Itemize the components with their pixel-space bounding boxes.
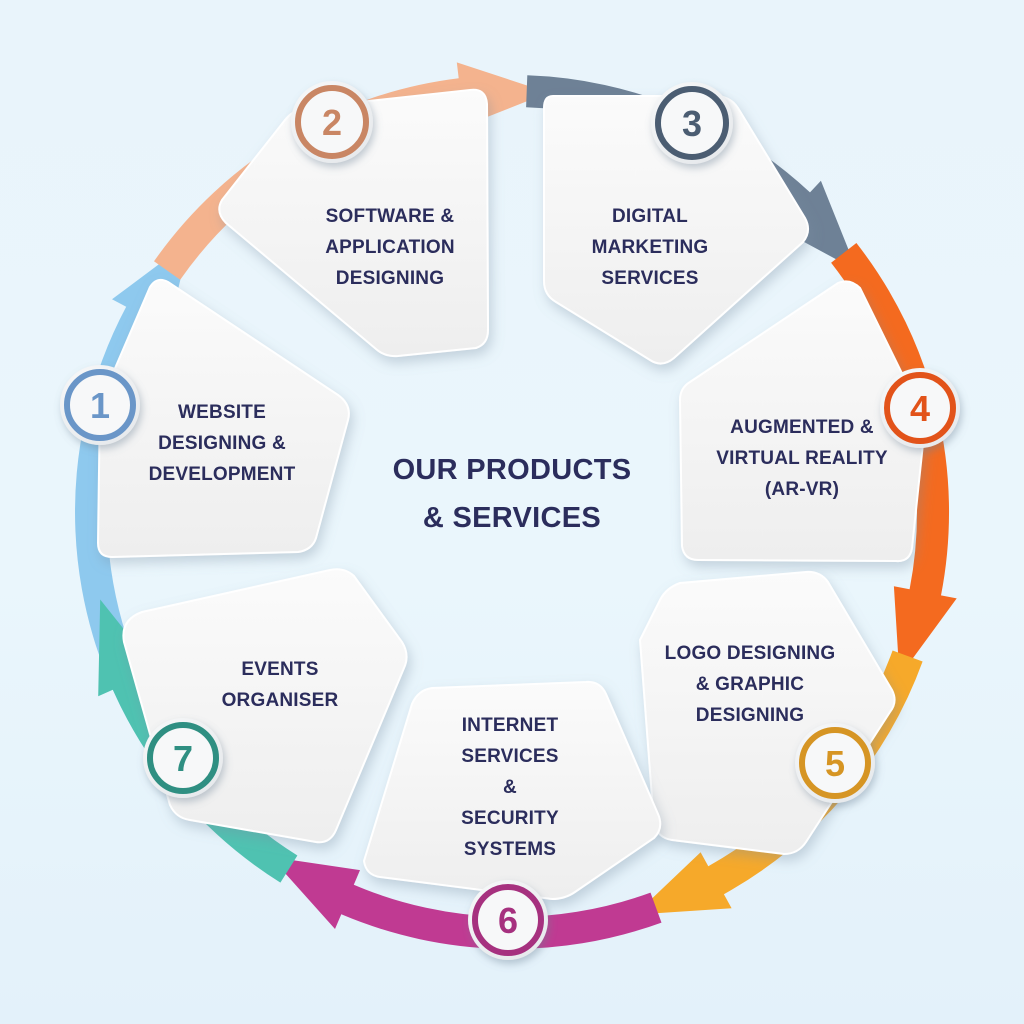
step-label-line: SERVICES [461,746,559,767]
badge-number: 5 [825,743,845,784]
step-label-line: AUGMENTED & [730,417,874,438]
cycle-arrow-6 [270,856,662,949]
step-label-line: & [503,777,517,798]
step-label-line: MARKETING [591,237,709,258]
step-label-line: LOGO DESIGNING [664,643,836,664]
step-label-line: APPLICATION [325,237,455,258]
step-badge-4: 4 [880,368,960,448]
step-card-4 [678,280,926,563]
step-card-1 [96,278,350,559]
step-label-line: VIRTUAL REALITY [716,448,888,469]
step-label-line: DESIGNING [335,268,445,289]
cycle-arrow-5 [635,650,923,915]
badge-number: 1 [90,385,110,426]
cycle-arrow-4 [831,243,957,677]
step-label-line: DESIGNING & [158,433,286,454]
step-label-5: LOGO DESIGNING & GRAPHIC DESIGNING [625,638,875,731]
step-label-line: WEBSITE [178,402,266,423]
step-label-7: EVENTS ORGANISER [180,654,380,716]
badge-number: 6 [498,900,518,941]
step-label-line: SYSTEMS [463,839,557,860]
step-label-line: ORGANISER [221,690,339,711]
step-label-2: SOFTWARE & APPLICATION DESIGNING [290,201,490,294]
step-badge-3: 3 [651,82,733,164]
badge-ring [884,372,956,444]
badge-ring [295,85,369,159]
center-title-line-2: & SERVICES [422,502,602,534]
step-badge-5: 5 [795,723,875,803]
step-label-line: & GRAPHIC [695,674,805,695]
step-label-6: INTERNET SERVICES & SECURITY SYSTEMS [410,710,610,865]
badge-ring [472,884,544,956]
step-label-line: (AR-VR) [764,479,840,500]
badge-number: 3 [682,103,702,144]
step-label-1: WEBSITE DESIGNING & DEVELOPMENT [112,397,332,490]
badge-number: 7 [173,738,193,779]
step-card-3 [543,95,809,365]
step-label-line: SECURITY [461,808,559,829]
step-label-line: SERVICES [601,268,699,289]
badge-number: 4 [910,388,930,429]
badge-number: 2 [322,102,342,143]
step-label-line: DESIGNING [695,705,805,726]
center-title: OUR PRODUCTS & SERVICES [362,446,662,542]
step-badge-1: 1 [60,365,140,445]
badge-ring [655,86,729,160]
step-label-3: DIGITAL MARKETING SERVICES [550,201,750,294]
step-label-line: DIGITAL [612,206,688,227]
step-label-line: DEVELOPMENT [148,464,296,485]
step-label-line: INTERNET [461,715,559,736]
step-card-6 [362,680,662,901]
step-badge-2: 2 [291,81,373,163]
badge-ring [799,727,871,799]
step-badge-6: 6 [468,880,548,960]
step-badge-7: 7 [143,718,223,798]
badge-ring [147,722,219,794]
step-label-line: SOFTWARE & [325,206,455,227]
center-title-line-1: OUR PRODUCTS [392,454,632,486]
step-label-4: AUGMENTED & VIRTUAL REALITY (AR-VR) [682,412,922,505]
badge-ring [64,369,136,441]
step-label-line: EVENTS [241,659,319,680]
